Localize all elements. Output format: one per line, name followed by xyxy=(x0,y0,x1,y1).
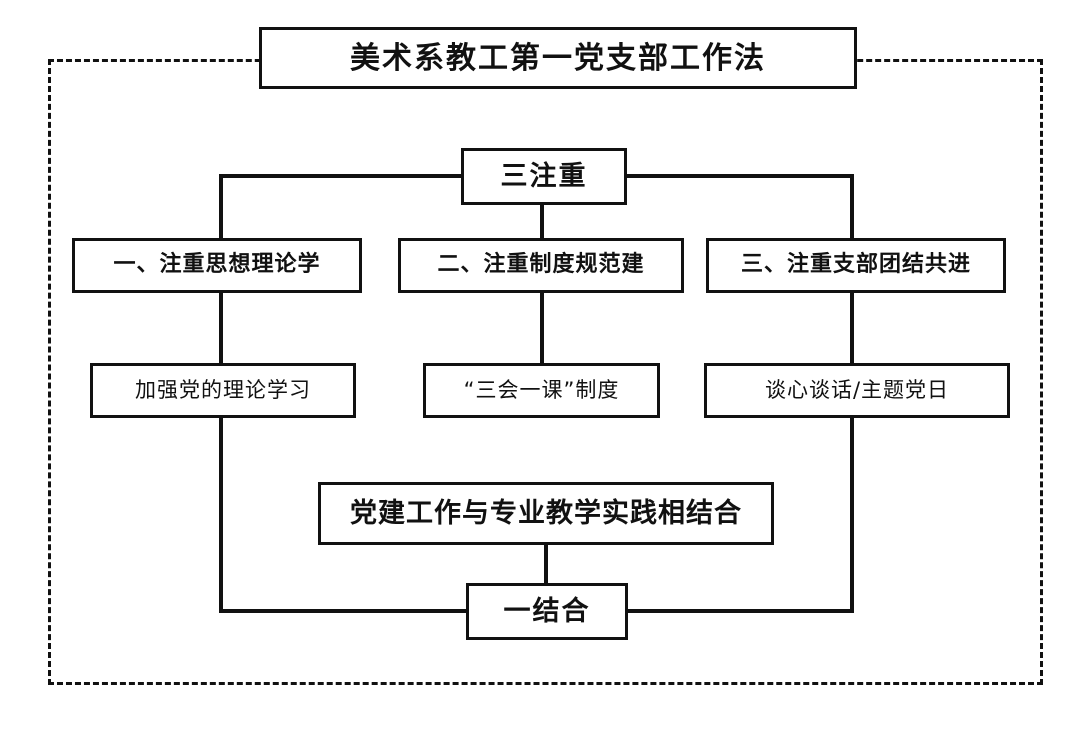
diagram-title-box: 美术系教工第一党支部工作法 xyxy=(259,27,857,89)
connector-leaf3-to-rail xyxy=(850,415,854,613)
node-combine-yijiehe: 一结合 xyxy=(466,583,628,640)
node-branch-3: 三、注重支部团结共进 xyxy=(706,238,1006,293)
diagram-title-text: 美术系教工第一党支部工作法 xyxy=(350,40,766,76)
connector-bus-right xyxy=(624,174,854,178)
connector-branch2-to-leaf2 xyxy=(540,290,544,366)
node-combine-label: 一结合 xyxy=(503,595,591,627)
connector-branch1-to-leaf1 xyxy=(219,290,223,366)
connector-leaf1-to-rail xyxy=(219,415,223,613)
node-leaf-2-label: “三会一课”制度 xyxy=(463,377,620,402)
node-leaf-3: 谈心谈话/主题党日 xyxy=(704,363,1010,418)
node-leaf-1: 加强党的理论学习 xyxy=(90,363,356,418)
connector-root-to-branch1 xyxy=(219,174,223,241)
node-branch-1-label: 一、注重思想理论学 xyxy=(113,252,321,278)
connector-root-to-branch3 xyxy=(850,174,854,241)
node-combine-detail: 党建工作与专业教学实践相结合 xyxy=(318,482,774,545)
node-leaf-2: “三会一课”制度 xyxy=(423,363,660,418)
node-leaf-3-label: 谈心谈话/主题党日 xyxy=(764,377,950,402)
node-branch-3-label: 三、注重支部团结共进 xyxy=(740,252,971,278)
node-leaf-1-label: 加强党的理论学习 xyxy=(135,377,311,402)
node-branch-2-label: 二、注重制度规范建 xyxy=(437,252,645,278)
node-branch-1: 一、注重思想理论学 xyxy=(72,238,362,293)
node-root-label: 三注重 xyxy=(500,160,588,192)
connector-branch3-to-leaf3 xyxy=(850,290,854,366)
node-branch-2: 二、注重制度规范建 xyxy=(398,238,684,293)
node-root-sanzhuzhong: 三注重 xyxy=(461,148,627,205)
connector-root-to-branch2 xyxy=(540,203,544,241)
connector-rail-right xyxy=(625,609,854,613)
connector-rail-left xyxy=(219,609,469,613)
connector-bus-left xyxy=(219,174,464,178)
connector-combinedetail-to-combine xyxy=(544,543,548,585)
node-combine-detail-label: 党建工作与专业教学实践相结合 xyxy=(350,497,742,529)
